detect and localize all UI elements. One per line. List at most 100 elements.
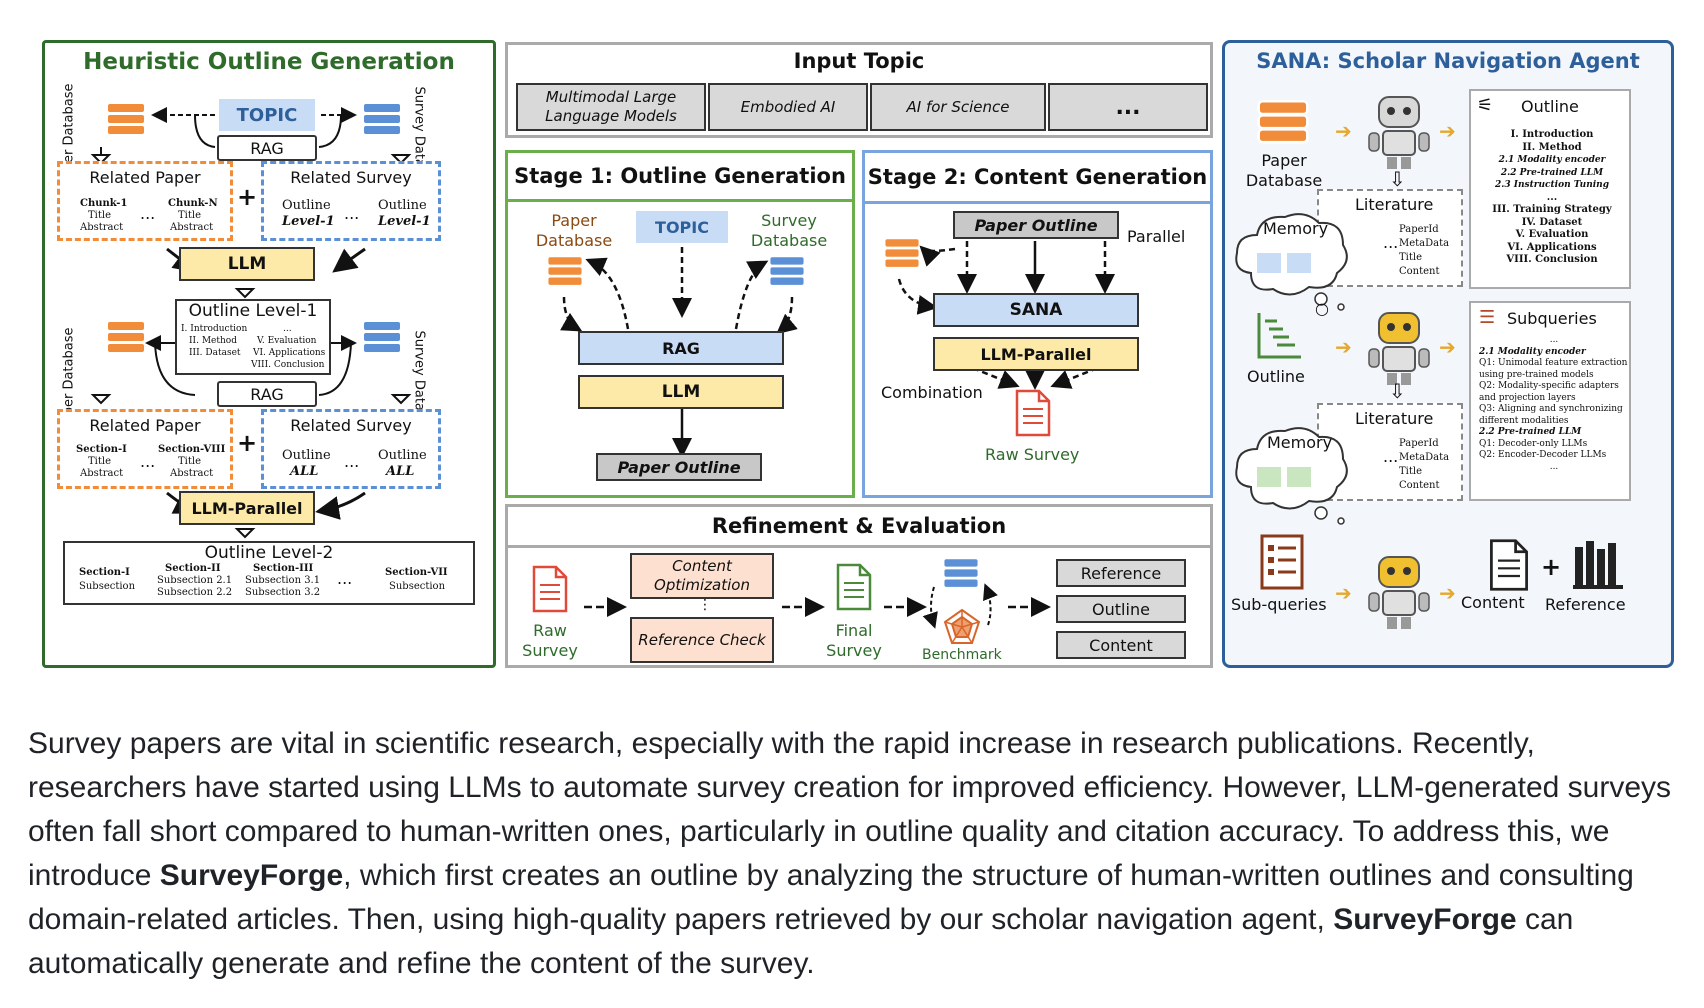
sana-title: SANA: Scholar Navigation Agent bbox=[1256, 49, 1640, 73]
stage1-paper-db-icon bbox=[546, 255, 584, 287]
stage1-panel: Stage 1: Outline Generation Paper Databa… bbox=[505, 150, 855, 498]
related-survey-box-2: Related Survey Outline ALL ... Outline A… bbox=[261, 409, 441, 489]
related-paper-box-2: Related Paper Section-I Title Abstract .… bbox=[57, 409, 233, 489]
sana-outline-label: Outline bbox=[1247, 367, 1305, 386]
heuristic-outline-panel: Heuristic Outline Generation Paper Datab… bbox=[42, 40, 496, 668]
robot-agent-icon-2 bbox=[1368, 312, 1430, 385]
description-paragraph: Survey papers are vital in scientific re… bbox=[28, 727, 1672, 980]
sana-paper-db-label: Paper Database bbox=[1245, 151, 1323, 190]
stage1-topic-box: TOPIC bbox=[636, 211, 728, 243]
topic-option-embodied[interactable]: Embodied AI bbox=[708, 83, 868, 131]
stage1-survey-db-label: Survey Database bbox=[750, 211, 828, 250]
input-topic-panel: Input Topic Multimodal Large Language Mo… bbox=[505, 42, 1213, 138]
arrow-right-icon-4: ➔ bbox=[1439, 335, 1456, 359]
outline-icon bbox=[1257, 313, 1301, 359]
outline-level1-box: Outline Level-1 I. Introduction II. Meth… bbox=[175, 299, 331, 375]
outline-level2-box: Outline Level-2 Section-I Subsection Sec… bbox=[63, 541, 475, 605]
memory-label-1: Memory bbox=[1263, 219, 1329, 238]
stage2-combination-label: Combination bbox=[881, 383, 983, 402]
stage1-paper-db-label: Paper Database bbox=[535, 211, 613, 250]
sana-paper-db-icon bbox=[1257, 99, 1309, 144]
refinement-title: Refinement & Evaluation bbox=[508, 507, 1210, 548]
related-paper-box-1: Related Paper Chunk-1 Title Abstract ...… bbox=[57, 161, 233, 241]
literature-fields-1: PaperId MetaData Title Content bbox=[1399, 224, 1450, 277]
sub-queries-icon bbox=[1260, 534, 1304, 590]
rag-box: RAG bbox=[217, 135, 317, 161]
topic-box: TOPIC bbox=[219, 99, 315, 131]
llm-box-left: LLM bbox=[179, 247, 315, 281]
topic-option-ai-science[interactable]: AI for Science bbox=[870, 83, 1046, 131]
stage1-survey-db-icon bbox=[768, 255, 806, 287]
plus-icon: + bbox=[237, 183, 258, 211]
paper-database-icon-2 bbox=[106, 320, 146, 354]
hierarchy-icon: ⚟ bbox=[1477, 95, 1494, 116]
sana-outline-list: I. Introduction II. Method 2.1 Modality … bbox=[1492, 129, 1612, 265]
content-optimization-box: Content Optimization bbox=[630, 553, 774, 599]
stage1-title: Stage 1: Outline Generation bbox=[508, 153, 852, 202]
surveyforge-name-1: SurveyForge bbox=[159, 859, 344, 892]
llm-parallel-box-left: LLM-Parallel bbox=[179, 491, 315, 525]
literature-fields-2: PaperId MetaData Title Content bbox=[1399, 438, 1450, 491]
arrow-down-icon-1: ⇩ bbox=[1389, 167, 1406, 191]
topic-option-mllm[interactable]: Multimodal Large Language Models bbox=[516, 83, 706, 131]
sana-content-label: Content bbox=[1461, 593, 1525, 612]
stage2-parallel-label: Parallel bbox=[1127, 227, 1186, 246]
stage2-paper-db-icon bbox=[883, 237, 921, 269]
sana-reference-label: Reference bbox=[1545, 595, 1626, 614]
metric-content: Content bbox=[1056, 631, 1186, 659]
arrow-right-icon-3: ➔ bbox=[1335, 335, 1352, 359]
content-doc-icon bbox=[1490, 539, 1528, 591]
sana-outline-card: ⚟ Outline I. Introduction II. Method 2.1… bbox=[1469, 89, 1631, 289]
memory-cloud-icon-2 bbox=[1235, 427, 1348, 525]
refine-arrows bbox=[584, 583, 1051, 629]
stage2-paper-outline: Paper Outline bbox=[953, 211, 1119, 239]
rag-box-2: RAG bbox=[217, 381, 317, 407]
stage2-llm-parallel-box: LLM-Parallel bbox=[933, 337, 1139, 371]
topic-option-more[interactable]: ... bbox=[1048, 83, 1208, 131]
plus-icon-2: + bbox=[237, 429, 258, 457]
memory-cloud-icon-1 bbox=[1235, 213, 1348, 311]
stage1-paper-outline: Paper Outline bbox=[596, 453, 762, 481]
stage2-panel: Stage 2: Content Generation Paper Outlin… bbox=[862, 150, 1213, 498]
memory-bubble-dots-1: ○ bbox=[1315, 299, 1329, 318]
arrow-right-icon-5: ➔ bbox=[1335, 581, 1352, 605]
refine-raw-survey-label: Raw Survey bbox=[522, 621, 578, 660]
final-survey-label: Final Survey bbox=[826, 621, 882, 660]
subqueries-list: ... 2.1 Modality encoder Q1: Unimodal fe… bbox=[1479, 335, 1628, 472]
final-survey-icon bbox=[836, 563, 872, 611]
raw-survey-icon bbox=[1015, 389, 1051, 437]
benchmark-label: Benchmark bbox=[922, 647, 1002, 663]
subqueries-card: ☰ Subqueries ... 2.1 Modality encoder Q1… bbox=[1469, 301, 1631, 501]
stage1-llm-box: LLM bbox=[578, 375, 784, 409]
refine-raw-survey-icon bbox=[532, 565, 568, 613]
heuristic-outline-title: Heuristic Outline Generation bbox=[83, 49, 455, 75]
related-survey-box-1: Related Survey Outline Level-1 ... Outli… bbox=[261, 161, 441, 241]
literature-box-1: Literature ... PaperId MetaData Title Co… bbox=[1317, 189, 1463, 287]
refinement-panel: Refinement & Evaluation Raw Survey Conte… bbox=[505, 504, 1213, 668]
benchmark-radar-icon bbox=[943, 608, 981, 644]
reference-books-icon bbox=[1573, 541, 1623, 589]
metric-reference: Reference bbox=[1056, 559, 1186, 587]
sub-queries-label: Sub-queries bbox=[1231, 595, 1327, 614]
sana-panel: SANA: Scholar Navigation Agent Paper Dat… bbox=[1222, 40, 1674, 668]
robot-agent-icon-1 bbox=[1368, 96, 1430, 169]
stage2-raw-survey-label: Raw Survey bbox=[985, 445, 1080, 464]
refine-vertical-dots: ⋮ bbox=[698, 597, 712, 613]
robot-agent-icon-3 bbox=[1368, 556, 1430, 629]
arrow-down-icon-2: ⇩ bbox=[1389, 379, 1406, 403]
paper-database-icon bbox=[106, 102, 146, 136]
list-icon: ☰ bbox=[1479, 307, 1496, 328]
arrow-right-icon-6: ➔ bbox=[1439, 581, 1456, 605]
stage2-sana-box: SANA bbox=[933, 293, 1139, 327]
stage2-title: Stage 2: Content Generation bbox=[865, 153, 1210, 204]
plus-icon-sana: + bbox=[1541, 553, 1562, 581]
memory-label-2: Memory bbox=[1267, 433, 1333, 452]
arrow-right-icon-2: ➔ bbox=[1439, 119, 1456, 143]
reference-check-box: Reference Check bbox=[630, 617, 774, 663]
stage1-arrows bbox=[560, 247, 798, 458]
benchmark-db-icon bbox=[942, 557, 980, 589]
input-topic-title: Input Topic bbox=[793, 49, 925, 73]
survey-database-icon bbox=[362, 102, 402, 136]
metric-outline: Outline bbox=[1056, 595, 1186, 623]
arrow-right-icon-1: ➔ bbox=[1335, 119, 1352, 143]
